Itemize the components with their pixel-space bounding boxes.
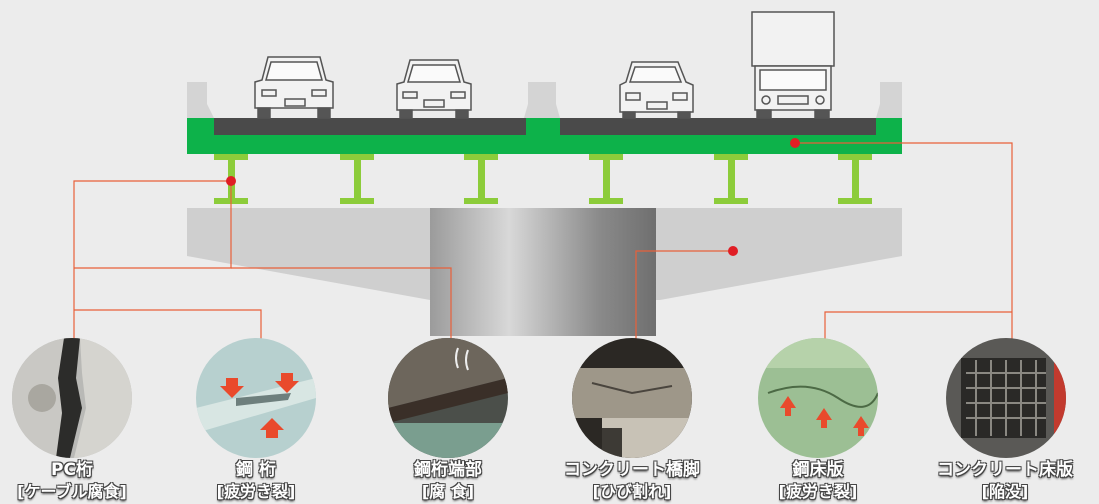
concrete-pier-caption: コンクリート橋脚 [ひび割れ] xyxy=(547,460,717,502)
damage-marker-deck xyxy=(790,138,800,148)
leader-concrete-pier xyxy=(635,250,733,345)
steel-deck-caption: 鋼床版 [疲労き裂] xyxy=(733,460,903,502)
damage-marker-pier xyxy=(728,246,738,256)
steel-girder-6 xyxy=(838,154,872,204)
steel-girder-2 xyxy=(340,154,374,204)
road-surface-right xyxy=(560,118,876,135)
vehicle-sedan-2 xyxy=(396,59,472,119)
steel-girder-damage: [疲労き裂] xyxy=(216,482,296,501)
steel-girder-end-caption: 鋼桁端部 [腐 食] xyxy=(363,460,533,502)
steel-girder-title: 鋼 桁 xyxy=(236,460,276,480)
concrete-pier-photo xyxy=(572,338,692,458)
left-parapet xyxy=(187,82,214,118)
steel-girder-5 xyxy=(714,154,748,204)
vehicle-sedan-1 xyxy=(254,56,334,119)
pier-column xyxy=(430,208,656,336)
leader-lines xyxy=(73,142,1013,345)
steel-girder-end-title: 鋼桁端部 xyxy=(414,460,482,480)
concrete-slab-caption: コンクリート床版 [陥没] xyxy=(920,460,1090,502)
steel-girder-end-photo xyxy=(388,338,508,458)
steel-deck-photo xyxy=(758,338,878,458)
steel-girder-photo xyxy=(196,338,316,458)
vehicle-sedan-3 xyxy=(619,61,694,119)
vehicle-truck xyxy=(751,11,835,119)
leader-steel-deck xyxy=(795,142,1013,345)
concrete-slab-title: コンクリート床版 xyxy=(937,460,1073,480)
steel-deck-damage: [疲労き裂] xyxy=(778,482,858,501)
center-parapet xyxy=(524,82,560,118)
concrete-slab-photo xyxy=(946,338,1066,458)
concrete-pier-title: コンクリート橋脚 xyxy=(564,460,700,480)
steel-girder-4 xyxy=(589,154,623,204)
pc-girder-damage: [ケーブル腐食] xyxy=(17,482,127,501)
road-surface-left xyxy=(214,118,526,135)
leader-steel-girder-lower xyxy=(74,309,262,345)
steel-girder-3 xyxy=(464,154,498,204)
steel-girder-caption: 鋼 桁 [疲労き裂] xyxy=(171,460,341,502)
steel-girders xyxy=(214,154,872,204)
steel-deck-title: 鋼床版 xyxy=(792,460,844,480)
leader-girder-end xyxy=(231,267,452,345)
pc-girder-photo xyxy=(12,338,132,458)
right-parapet xyxy=(876,82,902,118)
concrete-pier-damage: [ひび割れ] xyxy=(592,482,672,501)
pc-girder-title: PC桁 xyxy=(51,460,93,480)
steel-girder-end-damage: [腐 食] xyxy=(421,482,475,501)
damage-marker-girder xyxy=(226,176,236,186)
concrete-slab-damage: [陥没] xyxy=(981,482,1029,501)
pc-girder-caption: PC桁 [ケーブル腐食] xyxy=(0,460,157,502)
leader-concrete-slab xyxy=(824,311,1012,345)
leader-pc-girder xyxy=(73,180,231,345)
